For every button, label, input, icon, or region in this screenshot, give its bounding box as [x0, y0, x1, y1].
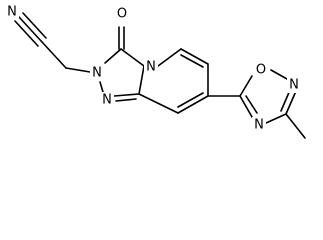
bridgehead-nitrogen-label: N — [146, 60, 156, 75]
triazole-lower-nitrogen-label: N — [102, 93, 112, 108]
oxd-n-c3-bond-a — [285, 90, 297, 115]
oxadiazole-lower-nitrogen-label: N — [254, 118, 264, 133]
oxadiazole-oxygen-label: O — [256, 63, 266, 78]
ch2-to-nitrile-c-bond — [41, 41, 67, 69]
n2-c3-bond — [104, 48, 122, 64]
ch2-to-n2-bond — [65, 67, 91, 73]
c8a-n1-bond-b — [115, 98, 137, 102]
structure-diagram: N O N N N O N N — [5, 4, 306, 139]
carbonyl-oxygen-label: O — [117, 7, 127, 22]
oxd-c3-n-bond — [265, 113, 287, 124]
c5-c6-bond-a — [180, 48, 209, 65]
atom-label-layer: N O N N N O N N — [5, 4, 301, 133]
oxd-n-c5-bond-b — [245, 95, 258, 114]
nitrile-bond-3 — [22, 12, 47, 39]
n4-c5-bond — [157, 48, 182, 67]
n4-c8a-bond — [138, 65, 145, 95]
oxd-n-c5-bond-a — [239, 95, 253, 118]
oxd-n-c3-bond-b — [280, 89, 291, 112]
c5-c6-bond-b — [180, 54, 204, 68]
nitrile-bond-1 — [18, 16, 43, 43]
bond-layer — [14, 12, 306, 139]
methyl-bond — [285, 113, 306, 139]
nitrile-bond-2 — [14, 20, 39, 47]
oxd-c5-o-bond — [239, 75, 253, 97]
oxadiazole-upper-nitrogen-label: N — [289, 78, 299, 93]
n1-n2-bond — [99, 81, 104, 93]
cyano-nitrogen-label: N — [7, 5, 17, 20]
c7-c8-bond-b — [177, 92, 204, 108]
alkylated-nitrogen-label: N — [92, 66, 102, 81]
c7-c8-bond-a — [177, 95, 209, 114]
c8-c8a-bond — [138, 93, 179, 114]
c3-n4-bond — [120, 48, 145, 67]
c8a-n1-bond-a — [113, 93, 140, 97]
oxd-o-n-bond — [270, 69, 288, 80]
